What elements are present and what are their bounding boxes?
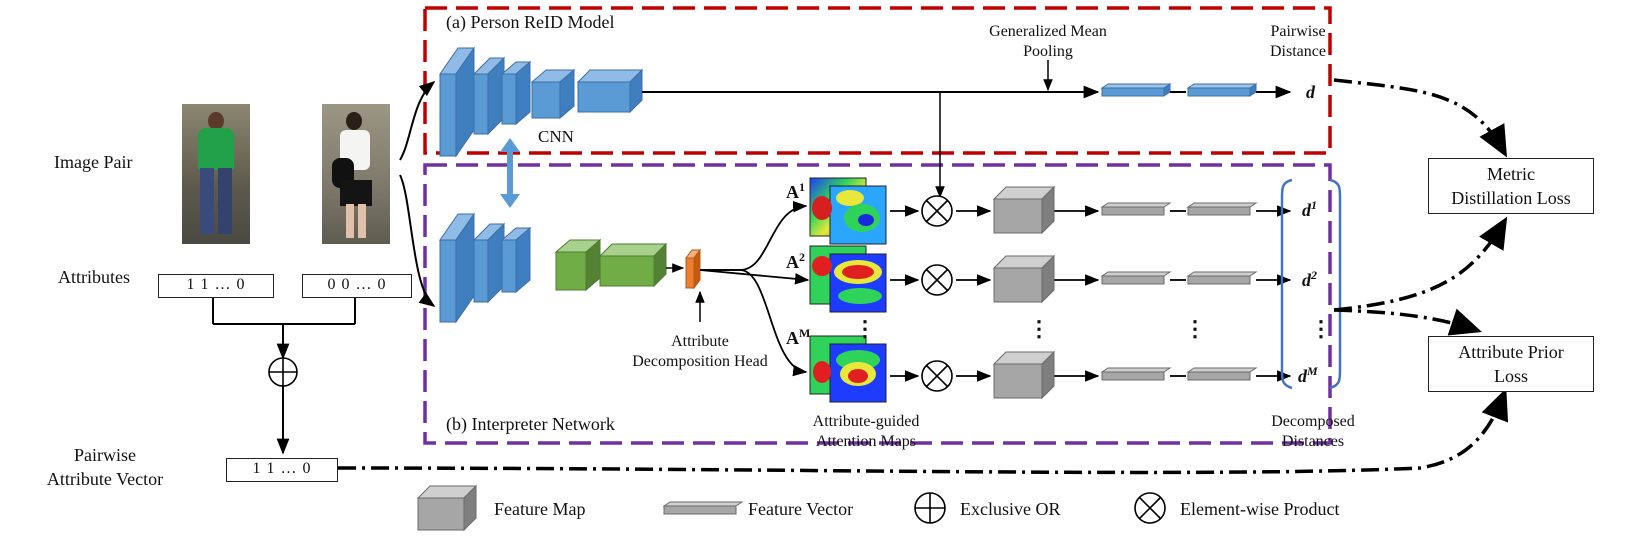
- legend-xor-icon: [914, 492, 946, 524]
- gray-feature-vectors: [1100, 202, 1258, 381]
- decomposed-label-line1: Decomposed: [1271, 413, 1355, 430]
- panel-b-border: [423, 163, 1332, 445]
- attribute-prior-loss-box: Attribute Prior Loss: [1428, 336, 1594, 392]
- legend-xor-label: Exclusive OR: [960, 499, 1061, 519]
- metric-distillation-loss-box: Metric Distillation Loss: [1428, 158, 1594, 214]
- distance-d-label: d: [1306, 82, 1315, 102]
- legend-feature-vector-icon: [662, 501, 744, 515]
- metric-loss-line1: Metric: [1487, 164, 1535, 184]
- panel-b-title: (b) Interpreter Network: [446, 414, 615, 434]
- prior-loss-line1: Attribute Prior: [1458, 342, 1564, 362]
- attribute-vector-2: 0 0 … 0: [302, 274, 412, 298]
- panel-a-border: [423, 6, 1332, 155]
- person-image-2: [322, 104, 390, 244]
- vdots-vector: ⋮: [1184, 316, 1206, 341]
- xor-tree: [212, 296, 356, 455]
- person-image-1: [182, 104, 250, 244]
- attributes-label: Attributes: [58, 267, 130, 287]
- decomposed-braces: [1280, 178, 1342, 390]
- attention-label-line2: Attention Maps: [816, 433, 916, 450]
- loss-arrows: [337, 78, 1509, 475]
- legend-feature-map-label: Feature Map: [494, 499, 586, 519]
- attribute-vector-1: 1 1 … 0: [158, 274, 274, 298]
- panel-a-title: (a) Person ReID Model: [446, 12, 615, 32]
- attention-a2-label: A2: [786, 250, 805, 272]
- gem-label-line2: Pooling: [1023, 43, 1073, 60]
- attention-a1-label: A1: [786, 180, 805, 202]
- reid-feature-vectors: [1100, 83, 1292, 99]
- attention-maps: [809, 177, 887, 403]
- pairwise-attribute-label-line1: Pairwise: [74, 445, 136, 465]
- reid-cnn-blocks: [439, 46, 644, 158]
- head-branches: [699, 200, 810, 377]
- pairwise-attribute-label-line2: Attribute Vector: [46, 469, 164, 489]
- pairwise-attribute-vector: 1 1 … 0: [226, 458, 338, 482]
- vdots-distance: ⋮: [1310, 316, 1332, 341]
- interpreter-rows: [890, 205, 1292, 382]
- pairwise-distance-line1: Pairwise: [1270, 23, 1326, 40]
- legend-product-icon: [1134, 492, 1166, 524]
- legend-product-label: Element-wise Product: [1180, 499, 1340, 519]
- gem-label-line1: Generalized Mean: [989, 23, 1107, 40]
- metric-loss-line2: Distillation Loss: [1451, 188, 1571, 208]
- decomposed-d1-label: d1: [1302, 198, 1317, 220]
- gray-feature-maps: [992, 185, 1056, 400]
- attention-am-label: AM: [786, 326, 811, 348]
- vdots-attention: ⋮: [854, 316, 876, 341]
- bidirectional-arrow-icon: [500, 138, 520, 208]
- legend-feature-map-icon: [416, 484, 478, 532]
- interpreter-cnn-blocks: [439, 212, 701, 324]
- image-pair-label: Image Pair: [54, 152, 133, 172]
- element-wise-product-icon: [921, 195, 953, 392]
- image-to-panel-arrows: [399, 80, 436, 307]
- decomposed-label-line2: Distances: [1281, 433, 1345, 450]
- decomposed-dm-label: dM: [1298, 364, 1318, 386]
- vdots-feature-map: ⋮: [1028, 316, 1050, 341]
- adh-label-line2: Decomposition Head: [632, 353, 768, 370]
- legend: [416, 484, 1166, 532]
- adh-label-line1: Attribute: [671, 333, 729, 350]
- prior-loss-line2: Loss: [1493, 366, 1528, 386]
- xor-icon: [268, 357, 298, 387]
- legend-feature-vector-label: Feature Vector: [748, 499, 854, 519]
- attention-label-line1: Attribute-guided: [812, 413, 920, 430]
- cnn-label: CNN: [538, 127, 574, 146]
- pairwise-distance-line2: Distance: [1270, 43, 1326, 60]
- decomposed-d2-label: d2: [1302, 268, 1317, 290]
